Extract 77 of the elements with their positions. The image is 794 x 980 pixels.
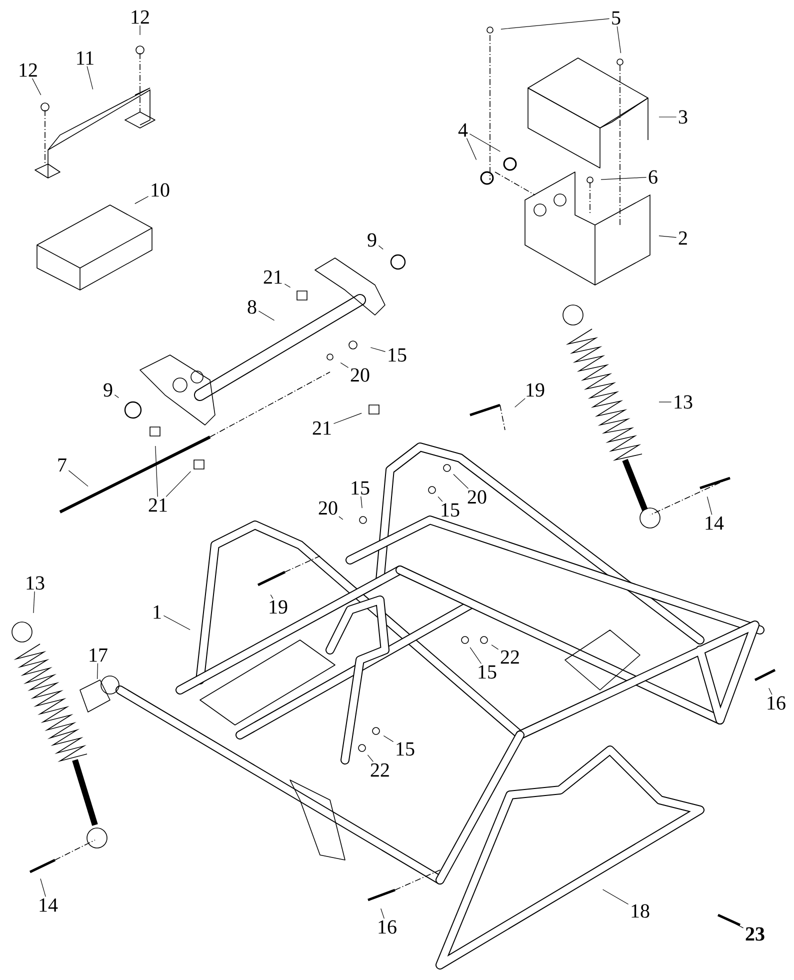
callout-number: 14 [706, 516, 724, 530]
leader-line [270, 594, 274, 599]
leader-line [114, 394, 119, 398]
callout-number: 15 [396, 742, 414, 756]
leader-line [768, 688, 772, 695]
callout-number: 5 [612, 11, 620, 25]
leader-line [370, 347, 386, 352]
leader-line [134, 196, 149, 204]
callout-number: 18 [632, 904, 650, 918]
leader-line [86, 66, 94, 90]
callout-number: 13 [26, 576, 44, 590]
leader-line [155, 446, 158, 497]
leader-line [284, 284, 291, 288]
callout-number: 23 [746, 927, 764, 941]
leader-line [491, 644, 499, 650]
leader-line [338, 516, 344, 520]
callout-number: 22 [500, 650, 519, 664]
callout-number: 12 [132, 10, 149, 24]
callout-number: 7 [58, 458, 66, 472]
callout-number: 21 [264, 270, 282, 284]
leader-line [367, 754, 374, 762]
leader-line [378, 245, 384, 250]
leader-line [500, 18, 610, 30]
callout-number: 9 [104, 383, 112, 397]
leader-line [706, 496, 712, 515]
callout-number: 15 [388, 348, 406, 362]
leader-line [658, 116, 677, 118]
leader-line [736, 924, 744, 928]
callout-number: 15 [478, 665, 496, 679]
callout-number: 22 [370, 763, 389, 777]
leader-line [340, 362, 349, 368]
callout-number: 15 [442, 503, 460, 517]
leader-line [360, 496, 362, 508]
callout-number: 9 [368, 233, 376, 247]
callout-number: 20 [318, 501, 338, 515]
leader-line [96, 663, 98, 680]
leader-line [166, 471, 192, 497]
leader-line [40, 878, 46, 897]
callout-number: 1 [154, 605, 161, 619]
callout-number: 21 [312, 421, 331, 435]
callout-number: 11 [77, 51, 94, 65]
callout-number: 20 [468, 490, 486, 504]
callout-number: 2 [678, 231, 687, 245]
leader-line [380, 908, 384, 919]
callout-number: 17 [90, 648, 108, 662]
callout-number: 19 [270, 600, 288, 614]
callout-number: 13 [674, 395, 692, 409]
callout-number: 20 [350, 368, 370, 382]
callout-number: 19 [526, 383, 544, 397]
callout-number: 16 [378, 920, 396, 934]
callout-number: 3 [678, 110, 688, 124]
leader-line [470, 647, 482, 664]
leader-line [453, 474, 469, 489]
callout-number: 6 [648, 170, 658, 184]
leader-line [33, 591, 35, 614]
leader-line [32, 78, 42, 96]
callout-number: 4 [458, 123, 468, 137]
leader-line [383, 735, 394, 742]
leader-line [258, 310, 275, 321]
callout-number: 21 [148, 498, 167, 512]
leader-line [163, 615, 190, 630]
leader-line [600, 177, 647, 180]
callout-number: 12 [20, 63, 37, 77]
leader-line [438, 496, 443, 502]
callout-number: 16 [768, 696, 786, 710]
leader-line [469, 134, 500, 152]
leader-line [658, 236, 677, 238]
leader-line [514, 398, 526, 408]
leader-line [602, 889, 629, 905]
callout-number: 14 [40, 898, 58, 912]
callout-number: 10 [152, 183, 170, 197]
leader-line [333, 412, 362, 424]
leader-line [616, 26, 622, 54]
leader-line [68, 470, 88, 487]
callout-number: 8 [248, 300, 256, 314]
callout-number: 15 [352, 481, 370, 495]
leader-line [466, 138, 477, 160]
